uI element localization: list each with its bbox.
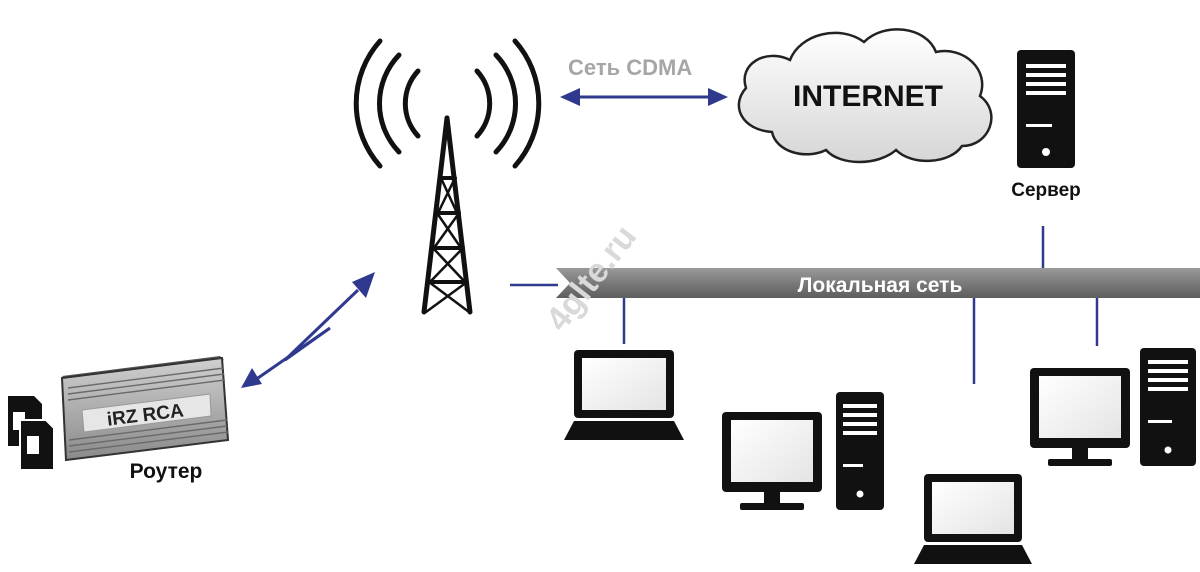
lan-label: Локальная сеть [798,274,963,297]
lan-bar [556,268,1200,298]
radio-waves-icon [353,38,542,169]
cell-tower-icon [421,115,473,315]
cdma-link-arrow [560,88,728,106]
desktop-computer-icon [722,392,884,510]
internet-cloud-icon [737,28,993,164]
lan-connectors [510,226,1099,384]
server-icon [1017,50,1075,168]
router-label: Роутер [130,460,203,483]
router-icon [60,356,230,462]
server-label: Сервер [1011,180,1081,201]
laptop-icon [564,350,684,440]
laptop-icon [914,474,1032,564]
wireless-link-arrow [241,272,375,388]
desktop-computer-icon [1030,348,1196,466]
internet-label: INTERNET [793,80,943,113]
sim-cards-icon [8,396,55,471]
cdma-label: Сеть CDMA [568,55,692,80]
